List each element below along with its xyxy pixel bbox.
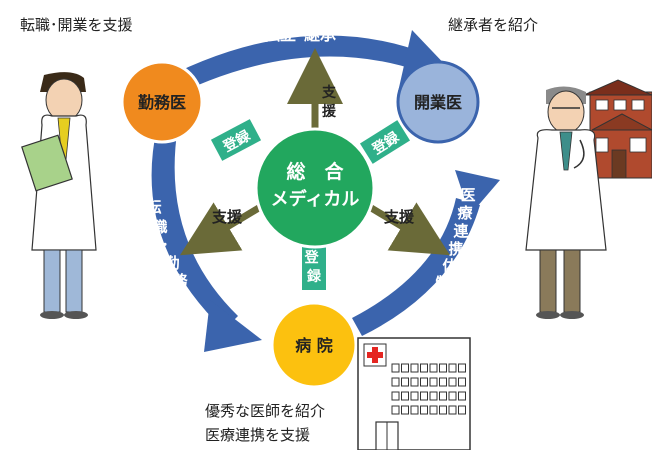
doctor-right-illustration bbox=[525, 86, 607, 319]
hospital-window bbox=[458, 377, 466, 387]
hospital-window bbox=[410, 405, 419, 415]
hospital-window bbox=[401, 391, 409, 401]
hospital-window bbox=[420, 405, 428, 415]
arrow-left-head bbox=[204, 300, 262, 352]
arrow-left-label: 転職･勤務 bbox=[146, 198, 188, 290]
hospital-window bbox=[410, 363, 419, 373]
register-tab-left: 登録 bbox=[210, 119, 262, 161]
hospital-window bbox=[439, 405, 447, 415]
node-center: 総 合 メディカル bbox=[254, 127, 376, 249]
arrow-left-label-char: 転 bbox=[146, 198, 161, 216]
caption-top-left: 転職･開業を支援 bbox=[20, 16, 133, 34]
arrow-left-body bbox=[151, 123, 238, 330]
arrow-left-label-char: 務 bbox=[172, 272, 188, 290]
support-label-right: 支援 bbox=[383, 208, 415, 226]
register-tab-right: 登録 bbox=[359, 120, 411, 164]
arrow-right-label-char: の bbox=[426, 290, 441, 308]
hospital-window bbox=[429, 377, 438, 387]
arrow-top-body bbox=[150, 35, 430, 102]
support-label-left: 支援 bbox=[211, 208, 243, 226]
arrow-right-label-char: 確 bbox=[415, 304, 431, 322]
doctor-left-illustration bbox=[21, 72, 97, 319]
arrow-right-label-char: 医 bbox=[460, 186, 475, 204]
node-hospital: 病 院 bbox=[270, 301, 358, 389]
support-label-up: 支 援 bbox=[321, 84, 341, 120]
center-line1: 総 合 bbox=[286, 160, 344, 183]
hospital-window bbox=[391, 391, 400, 401]
hospital-window bbox=[458, 405, 466, 415]
node-practice: 開業医 bbox=[396, 60, 480, 144]
hospital-window bbox=[401, 405, 409, 415]
hospital-window bbox=[420, 363, 428, 373]
hospital-window bbox=[458, 391, 466, 401]
hospital-window bbox=[439, 363, 447, 373]
arrow-right-label-char: 携 bbox=[448, 240, 463, 258]
svg-text:登 録: 登 録 bbox=[304, 249, 324, 285]
hospital-window bbox=[410, 391, 419, 401]
svg-text:開業医: 開業医 bbox=[414, 93, 462, 112]
caption-top-right: 継承者を紹介 bbox=[448, 16, 539, 34]
caption-bottom-line2: 医療連携を支援 bbox=[205, 426, 311, 444]
hospital-window bbox=[458, 363, 466, 373]
hospital-window bbox=[429, 391, 438, 401]
arrow-right-label-char: 体 bbox=[442, 257, 458, 275]
hospital-window bbox=[439, 391, 447, 401]
arrow-right-label-char: 連 bbox=[453, 222, 469, 240]
hospital-window bbox=[391, 405, 400, 415]
center-line2: メディカル bbox=[271, 188, 360, 210]
register-tabs: 登録 登録 登 録 bbox=[210, 119, 411, 290]
hospital-window bbox=[439, 377, 447, 387]
hospital-window bbox=[401, 377, 409, 387]
arrow-left-label-char: ･ bbox=[161, 236, 169, 254]
arrow-left-label-char: 勤 bbox=[164, 254, 179, 272]
hospital-window bbox=[391, 363, 400, 373]
hospital-window bbox=[448, 377, 457, 387]
arrow-right-label-char: 制 bbox=[435, 274, 450, 292]
hospital-window bbox=[410, 377, 419, 387]
arrow-top-label: 独立･継承 bbox=[264, 25, 336, 44]
caption-bottom-line1: 優秀な医師を紹介 bbox=[205, 402, 326, 420]
arrow-right-label-char: 立 bbox=[404, 317, 419, 335]
arrow-right-head bbox=[455, 170, 500, 215]
hospital-window bbox=[448, 405, 457, 415]
hospital-window bbox=[448, 363, 457, 373]
node-employed: 勤務医 bbox=[120, 60, 204, 144]
hospital-window bbox=[401, 363, 409, 373]
hospital-building-illustration bbox=[357, 337, 471, 451]
hospital-window bbox=[391, 377, 400, 387]
clinic-building-illustration bbox=[583, 79, 652, 179]
arrow-left-label-char: 職 bbox=[152, 218, 167, 236]
hospital-window bbox=[448, 391, 457, 401]
svg-text:病 院: 病 院 bbox=[295, 336, 333, 355]
svg-text:勤務医: 勤務医 bbox=[138, 93, 186, 112]
register-tab-bottom: 登 録 bbox=[302, 242, 326, 290]
hospital-window bbox=[429, 363, 438, 373]
arrow-right-label-char: 療 bbox=[457, 204, 473, 222]
hospital-window bbox=[429, 405, 438, 415]
hospital-window bbox=[420, 377, 428, 387]
hospital-window bbox=[420, 391, 428, 401]
